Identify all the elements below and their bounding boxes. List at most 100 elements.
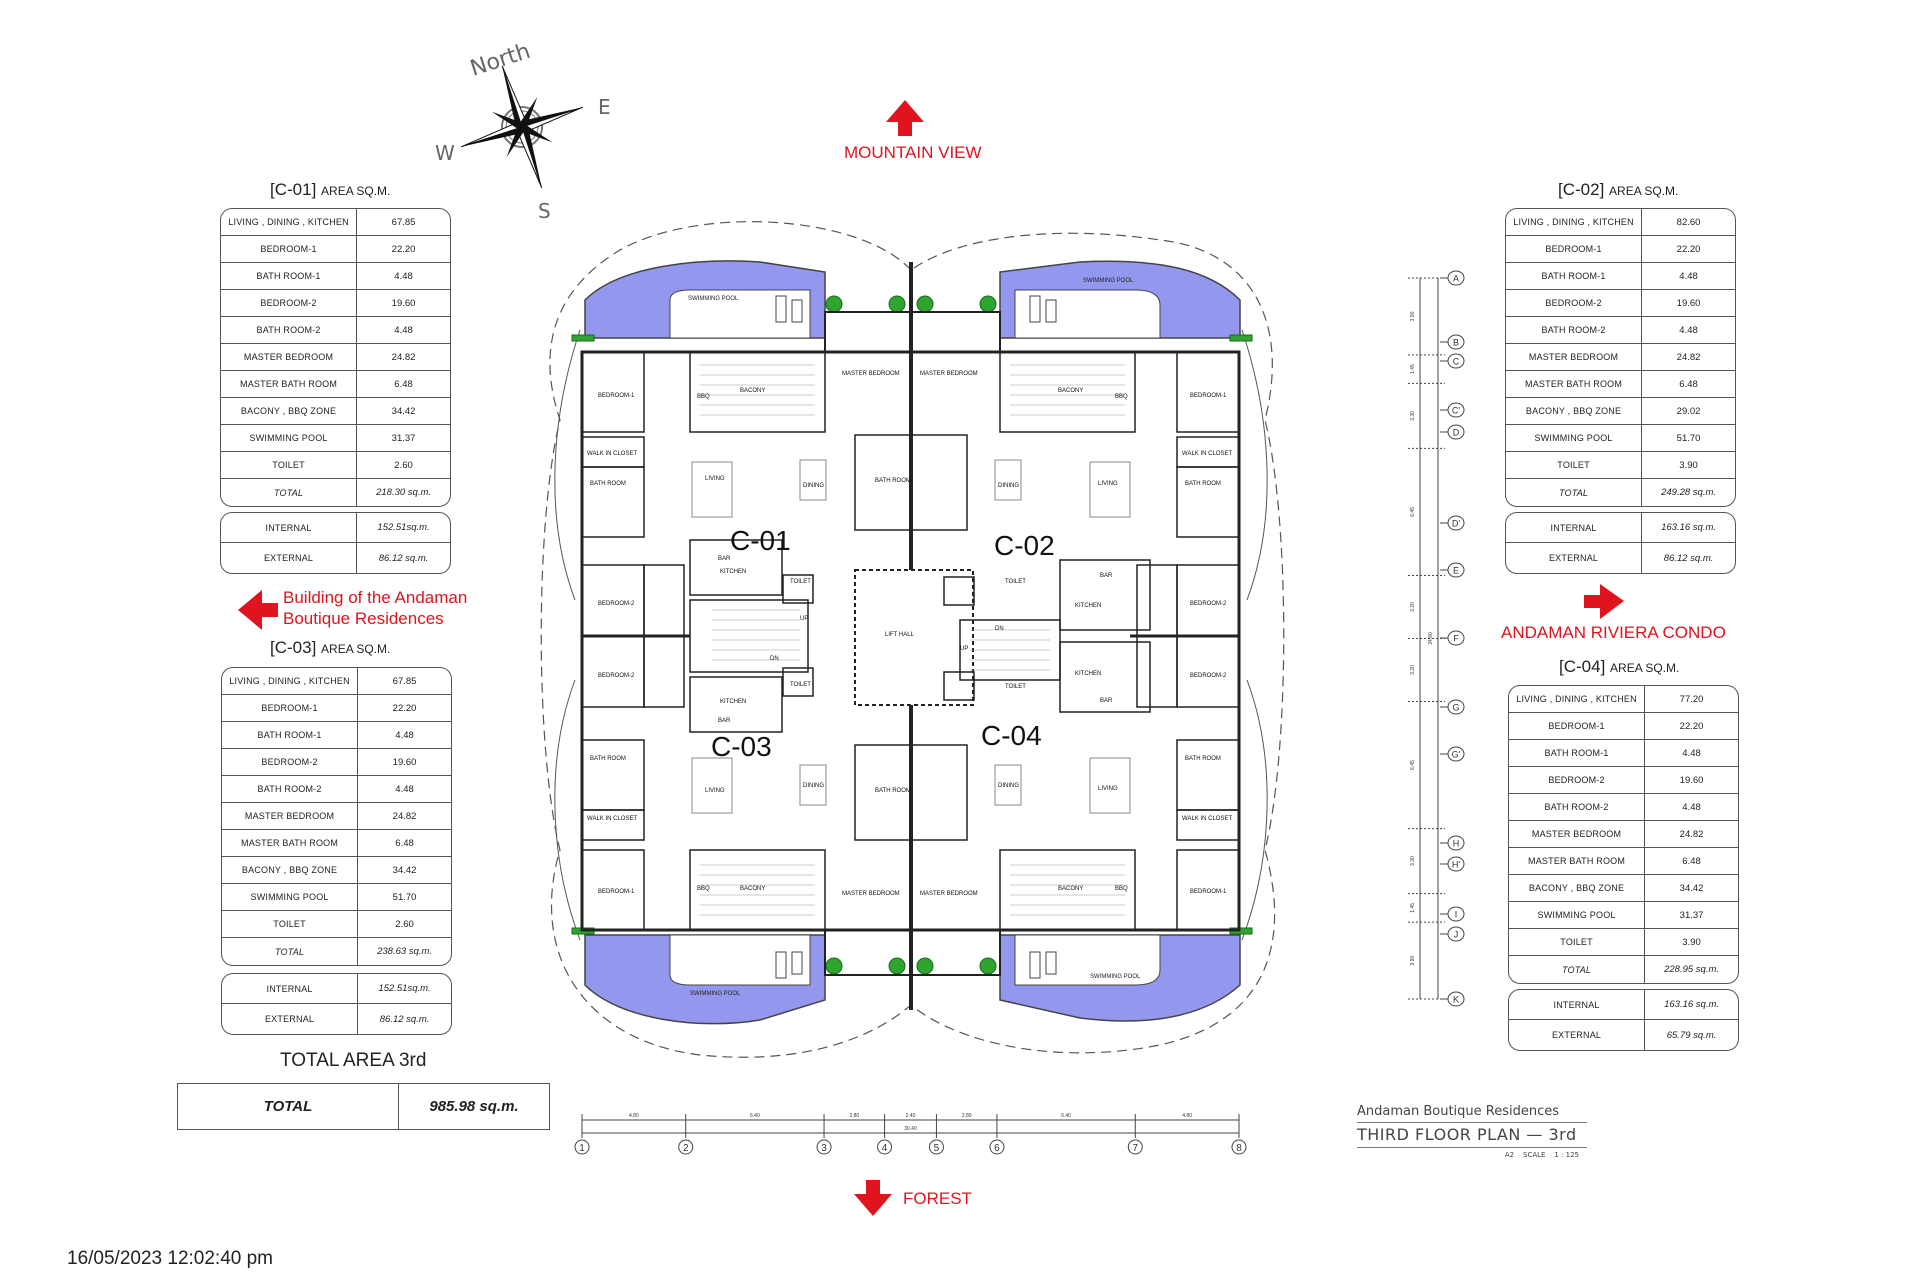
room-area: 4.48 [1679,324,1698,336]
room-area: 238.63 sq.m. [377,946,433,957]
room-name: LIVING , DINING , KITCHEN [1509,686,1646,712]
table-row: MASTER BATH ROOM 6.48 [221,371,450,398]
room-area: 2.60 [395,918,414,930]
scale-value: 1 : 125 [1554,1151,1579,1159]
room-area: 4.48 [1682,747,1701,759]
room-name: MASTER BATH ROOM [221,371,358,397]
room-name: LIVING , DINING , KITCHEN [221,209,358,235]
room-name: MASTER BATH ROOM [1509,848,1646,874]
room-area: 152.51sq.m. [377,522,430,533]
timestamp: 16/05/2023 12:02:40 pm [67,1248,274,1269]
room-label: WALK IN CLOSET [1182,451,1232,457]
room-area: 6.48 [1679,378,1698,390]
grid-column-label: 4 [882,1143,888,1154]
room-area: 19.60 [1679,774,1704,786]
pool-label: SWIMMING POOL [1090,974,1141,980]
grid-bubble [1447,906,1465,922]
row-dimension: 1.45 [1410,364,1416,374]
room-label: LIVING [1098,481,1118,487]
room-name: BATH ROOM-2 [221,317,358,343]
column-dimension: 2.80 [849,1113,859,1119]
room-label: DINING [803,483,824,489]
room-name: BACONY , BBQ ZONE [221,398,358,424]
total-label: TOTAL [178,1084,399,1129]
room-area: 34.42 [1679,882,1704,894]
unit-area-unit: AREA SQ.M. [1609,184,1679,198]
room-label: BATH ROOM [875,478,911,484]
room-label: BBQ [697,886,710,892]
grid-row-label: D' [1452,519,1460,529]
compass-east-label: E [598,95,611,119]
room-area: 6.48 [394,378,413,390]
room-label: BEDROOM-2 [1190,673,1227,679]
room-name: BEDROOM-2 [1506,290,1643,316]
room-name: SWIMMING POOL [222,884,359,910]
room-name: EXTERNAL [221,543,358,573]
room-area: 24.82 [1676,351,1701,363]
compass-south-label: S [538,199,551,223]
grid-bubble [1127,1139,1143,1155]
room-label: LIVING [705,788,725,794]
column-dimension: 6.40 [1061,1113,1071,1119]
grid-column-label: 5 [934,1143,940,1154]
room-name: MASTER BATH ROOM [222,830,359,856]
grid-column-label: 6 [994,1143,1000,1154]
room-name: BEDROOM-2 [221,290,358,316]
table-row: MASTER BATH ROOM 6.48 [1509,848,1738,875]
grid-bubble [1447,699,1465,715]
room-label: TOILET [1005,684,1026,690]
room-area: 4.48 [395,729,414,741]
room-name: SWIMMING POOL [1509,902,1646,928]
table-row: BACONY , BBQ ZONE 34.42 [221,398,450,425]
grid-bubble [877,1139,893,1155]
grid-row-label: I [1455,910,1458,920]
table-row: EXTERNAL 86.12 sq.m. [221,543,450,573]
table-row: BEDROOM-2 19.60 [221,290,450,317]
room-name: INTERNAL [1506,513,1643,542]
grid-bubble [1447,353,1465,369]
room-name: BATH ROOM-1 [221,263,358,289]
unit-area-heading: [C-03] AREA SQ.M. [270,638,390,658]
room-area: 86.12 sq.m. [378,552,429,564]
stair-label: UP [800,616,808,622]
room-label: BBQ [1115,394,1128,400]
room-area: 6.48 [1682,855,1701,867]
grid-row-label: C [1453,357,1460,367]
grid-column-label: 7 [1132,1143,1138,1154]
compass-rose-icon [460,65,584,189]
room-label: BATH ROOM [875,788,911,794]
row-dimension: 1.45 [1410,903,1416,913]
room-label: MASTER BEDROOM [842,891,900,897]
room-label: BAR [1100,698,1113,704]
grid-bubble [1447,402,1465,418]
grid-column-label: 3 [821,1143,827,1154]
room-area: 67.85 [391,216,416,228]
room-area: 34.42 [392,864,417,876]
drawing-title: THIRD FLOOR PLAN — 3rd [1357,1123,1587,1148]
room-area: 34.42 [391,405,416,417]
total-area-table: TOTAL 985.98 sq.m. [177,1083,550,1130]
grid-bubble [816,1139,832,1155]
room-area: 19.60 [391,297,416,309]
room-label: BEDROOM-1 [598,393,635,399]
direction-left-label-2: Boutique Residences [283,609,444,628]
